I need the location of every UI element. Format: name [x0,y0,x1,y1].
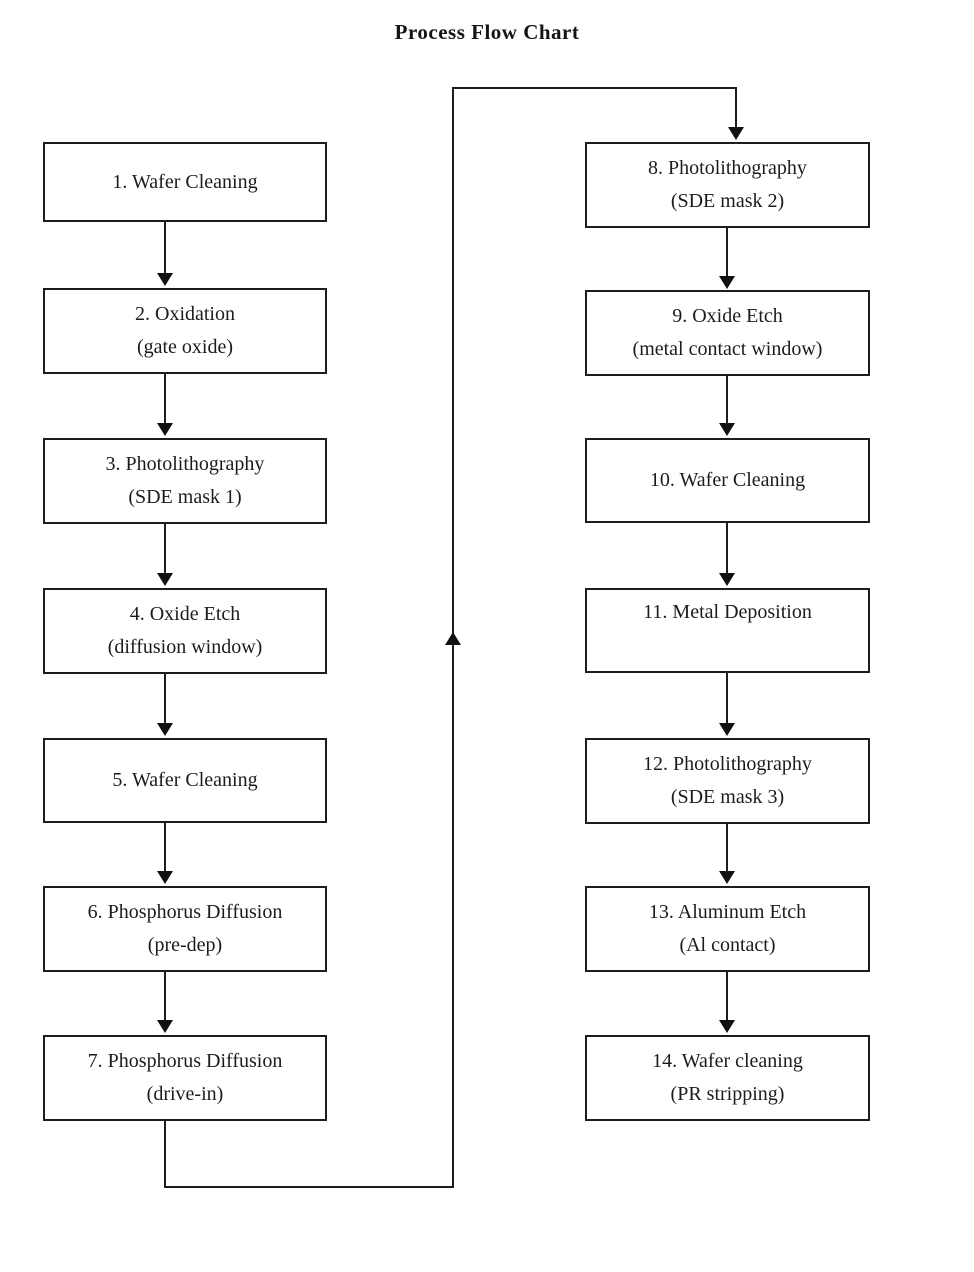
connector-step-5-to-step-6 [164,823,166,873]
arrowhead-down-icon [728,127,744,140]
node-line-1: 6. Phosphorus Diffusion [87,901,283,923]
process-node-step-3[interactable]: 3. Photolithography (SDE mask 1) [43,438,327,524]
connector-step-9-to-step-10 [726,376,728,425]
arrowhead-down-icon [157,573,173,586]
node-line-2: (PR stripping) [670,1083,785,1105]
process-node-step-12[interactable]: 12. Photolithography (SDE mask 3) [585,738,870,824]
node-line-2: (SDE mask 3) [670,786,785,808]
node-line-2: (Al contact) [679,934,776,956]
arrowhead-down-icon [719,423,735,436]
node-line-1: 1. Wafer Cleaning [112,170,258,193]
arrowhead-down-icon [719,573,735,586]
connector-step-2-to-step-3 [164,374,166,425]
node-line-1: 8. Photolithography [648,157,807,179]
node-line-1: 4. Oxide Etch [129,603,241,625]
node-line-2: (diffusion window) [107,636,263,658]
arrowhead-up-icon [445,632,461,645]
process-node-step-1[interactable]: 1. Wafer Cleaning [43,142,327,222]
arrowhead-down-icon [719,871,735,884]
connector-step-6-to-step-7 [164,972,166,1022]
process-node-step-7[interactable]: 7. Phosphorus Diffusion (drive-in) [43,1035,327,1121]
arrowhead-down-icon [719,1020,735,1033]
arrowhead-down-icon [157,423,173,436]
arrowhead-down-icon [719,276,735,289]
connector-step-13-to-step-14 [726,972,728,1022]
node-line-1: 9. Oxide Etch [672,305,783,327]
node-line-2: (metal contact window) [632,338,823,360]
node-line-1: 2. Oxidation [135,303,235,325]
node-line-1: 3. Photolithography [105,453,265,475]
node-line-1: 13. Aluminum Etch [648,901,807,923]
process-node-step-6[interactable]: 6. Phosphorus Diffusion (pre-dep) [43,886,327,972]
node-line-2: (pre-dep) [147,934,223,956]
connector-step-3-to-step-4 [164,524,166,575]
node-line-1: 10. Wafer Cleaning [649,469,806,491]
connector-step-10-to-step-11 [726,523,728,575]
connector-step-7-to-step-8-bottom [164,1186,454,1188]
connector-step-4-to-step-5 [164,674,166,725]
node-line-1: 12. Photolithography [643,753,812,775]
node-line-1: 14. Wafer cleaning [652,1050,803,1072]
connector-step-12-to-step-13 [726,824,728,873]
process-node-step-11[interactable]: 11. Metal Deposition [585,588,870,673]
connector-step-1-to-step-2 [164,222,166,275]
process-node-step-14[interactable]: 14. Wafer cleaning (PR stripping) [585,1035,870,1121]
arrowhead-down-icon [157,723,173,736]
node-line-1: 7. Phosphorus Diffusion [87,1050,283,1072]
arrowhead-down-icon [719,723,735,736]
process-node-step-9[interactable]: 9. Oxide Etch (metal contact window) [585,290,870,376]
process-node-step-2[interactable]: 2. Oxidation (gate oxide) [43,288,327,374]
node-line-1: 5. Wafer Cleaning [112,769,258,791]
process-node-step-10[interactable]: 10. Wafer Cleaning [585,438,870,523]
connector-step-7-to-step-8-into-node [735,87,737,129]
node-line-2: (gate oxide) [136,336,234,358]
connector-step-8-to-step-9 [726,228,728,278]
node-line-2: (SDE mask 1) [128,486,242,508]
process-node-step-5[interactable]: 5. Wafer Cleaning [43,738,327,823]
process-node-step-8[interactable]: 8. Photolithography (SDE mask 2) [585,142,870,228]
arrowhead-down-icon [157,1020,173,1033]
arrowhead-down-icon [157,871,173,884]
connector-step-7-to-step-8-top [452,87,737,89]
arrowhead-down-icon [157,273,173,286]
page-title: Process Flow Chart [394,20,580,44]
connector-step-7-to-step-8-down [164,1121,166,1188]
process-node-step-13[interactable]: 13. Aluminum Etch (Al contact) [585,886,870,972]
connector-step-11-to-step-12 [726,673,728,725]
node-line-2: (drive-in) [146,1083,224,1105]
process-node-step-4[interactable]: 4. Oxide Etch (diffusion window) [43,588,327,674]
node-line-2: (SDE mask 2) [670,190,785,212]
node-line-1: 11. Metal Deposition [643,601,812,623]
